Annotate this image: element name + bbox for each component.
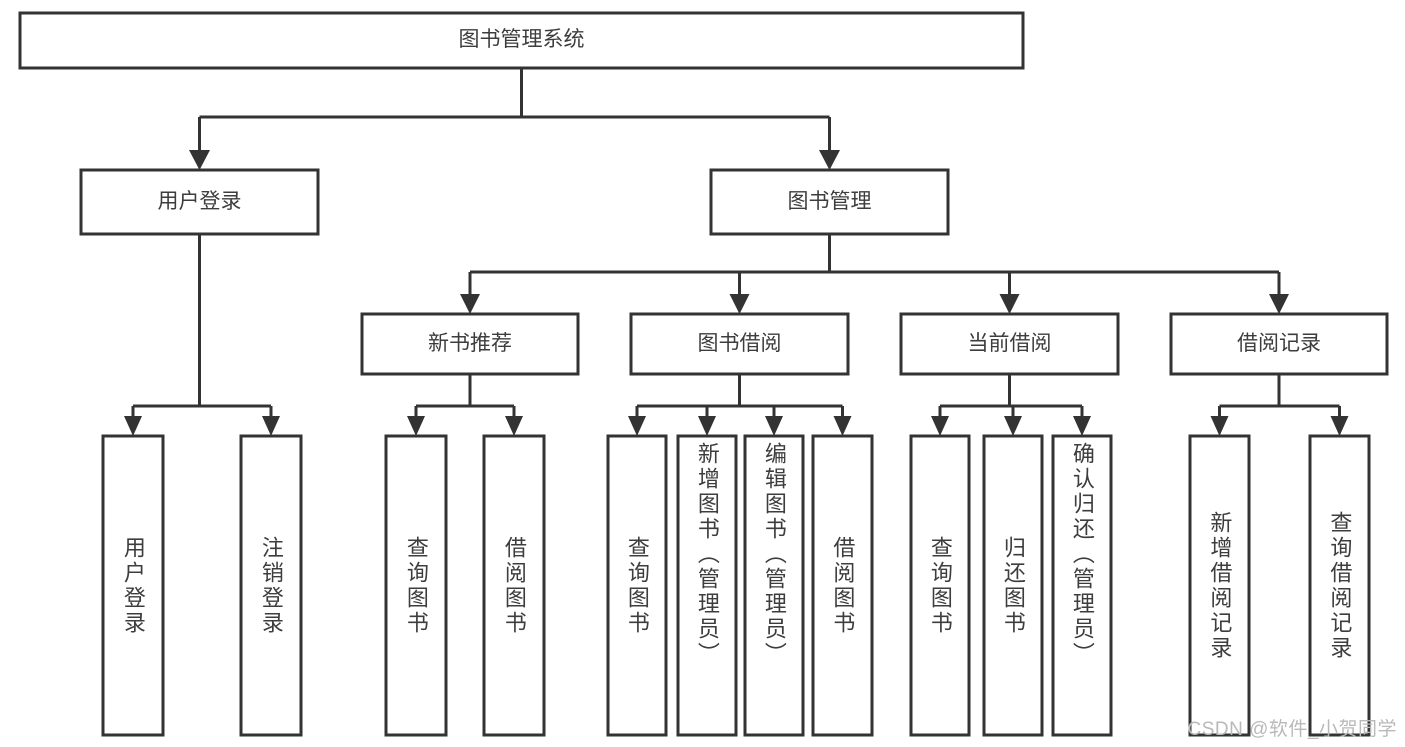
node-box-book-manage[interactable] (709, 168, 950, 236)
connector-book-manage-to-level3 (460, 234, 1289, 314)
node-box-leaf-query-book-borrow[interactable] (606, 434, 668, 737)
node-box-new-book-rec[interactable] (360, 312, 580, 376)
connector-borrow-record-to-leaves (1210, 374, 1349, 436)
node-box-leaf-borrow-book[interactable] (811, 434, 874, 737)
connector-book-borrow-to-leaves (628, 374, 852, 436)
node-box-leaf-query-book-cur[interactable] (909, 434, 971, 737)
connector-new-book-rec-to-leaves (407, 374, 523, 436)
node-box-leaf-query-book-rec[interactable] (384, 434, 448, 737)
node-box-leaf-query-record[interactable] (1308, 434, 1371, 737)
node-box-leaf-borrow-book-rec[interactable] (482, 434, 546, 737)
node-box-leaf-add-record[interactable] (1188, 434, 1251, 737)
node-box-leaf-confirm-return[interactable] (1051, 434, 1113, 737)
node-box-leaf-user-login[interactable] (101, 434, 165, 737)
connector-root-to-level2 (189, 68, 840, 170)
connector-user-login-to-leaves (124, 234, 280, 436)
node-box-leaf-edit-book[interactable] (743, 434, 805, 737)
node-box-borrow-record[interactable] (1169, 312, 1389, 376)
node-box-root[interactable] (18, 11, 1025, 70)
node-box-leaf-add-book[interactable] (676, 434, 738, 737)
node-box-user-login[interactable] (79, 168, 320, 236)
node-box-book-borrow[interactable] (629, 312, 850, 376)
node-box-leaf-return-book[interactable] (982, 434, 1044, 737)
node-box-leaf-user-logout[interactable] (239, 434, 303, 737)
node-box-current-borrow[interactable] (899, 312, 1120, 376)
connector-current-borrow-to-leaves (931, 374, 1091, 436)
